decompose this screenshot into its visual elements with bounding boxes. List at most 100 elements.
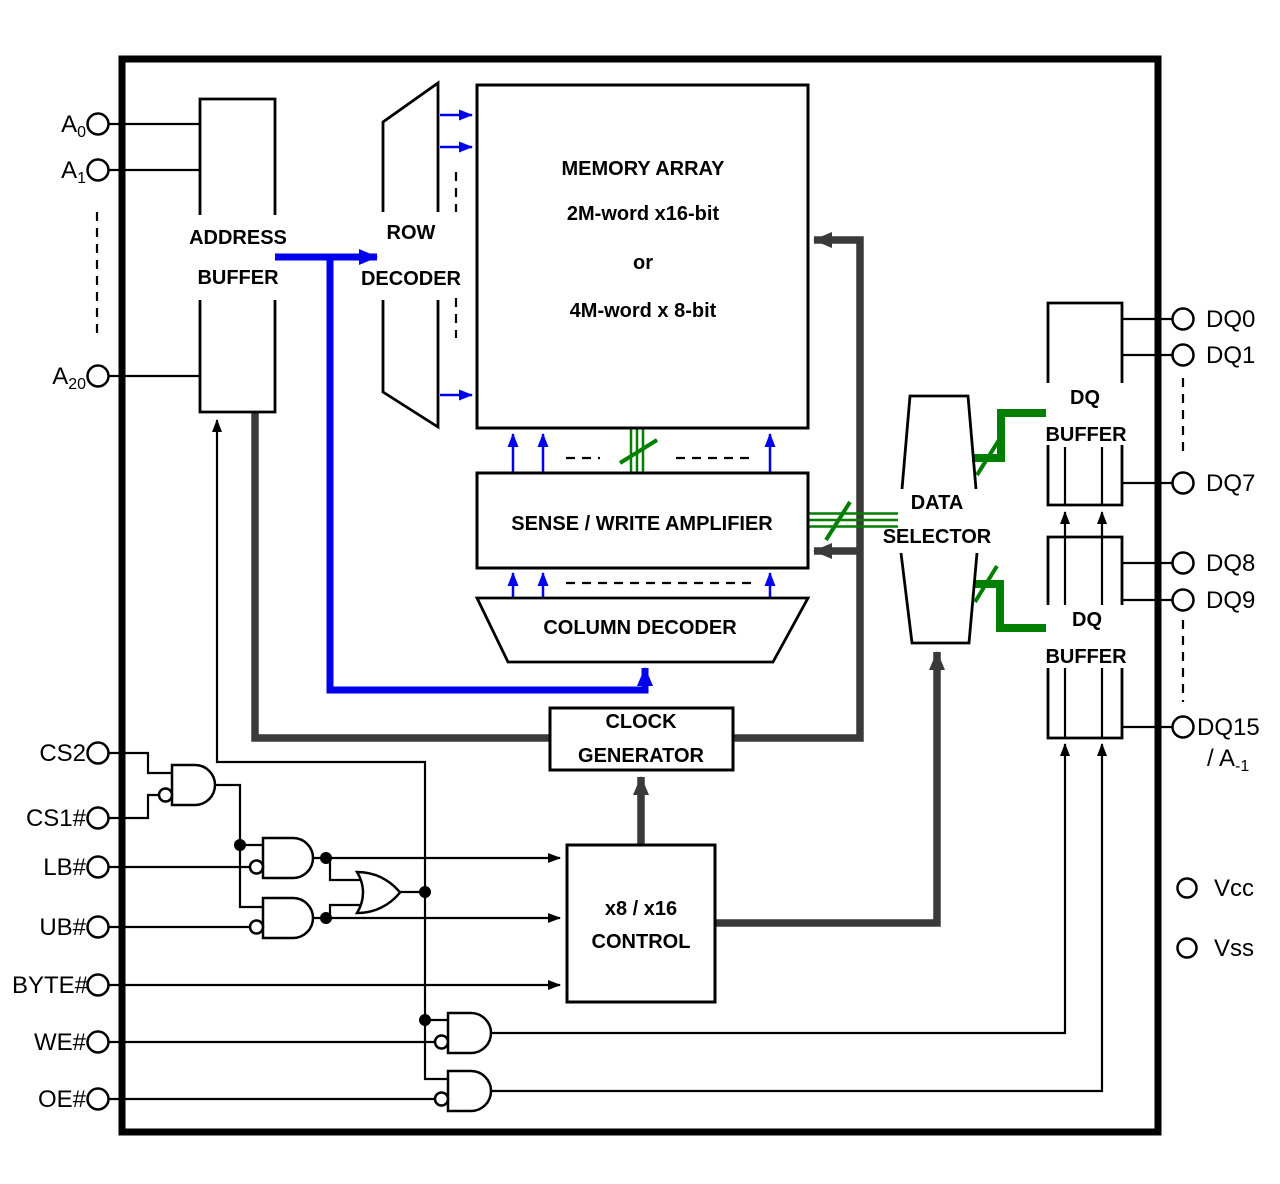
row-decoder-label-2: DECODER xyxy=(361,268,462,290)
pin-label-vcc: Vcc xyxy=(1214,875,1254,902)
data-selector-shape xyxy=(899,394,979,645)
lb-and-gate xyxy=(261,836,315,880)
clock-generator-label-1: CLOCK xyxy=(605,711,677,733)
oe-and-gate xyxy=(446,1069,493,1113)
blue-bus-group xyxy=(275,109,776,694)
dark-bus-group xyxy=(251,232,945,927)
junction-dot xyxy=(419,1014,431,1026)
memory-array-label-4: 4M-word x 8-bit xyxy=(570,300,717,322)
pin-label-cs2: CS2 xyxy=(39,740,86,767)
cs-and-gate xyxy=(170,763,217,807)
pin-circle-dq0 xyxy=(1171,307,1195,331)
pin-circle-we xyxy=(86,1030,110,1054)
ub-inverter-bubble xyxy=(248,919,265,935)
pin-circle-cs1 xyxy=(86,806,110,830)
dq-buffer-upper-label-1: DQ xyxy=(1070,387,1100,409)
bus-width-slash-3 xyxy=(975,438,1001,477)
pin-label-dq15-alt: / A-1 xyxy=(1207,745,1249,775)
pin-circle-dq15 xyxy=(1171,715,1195,739)
pin-label-dq7: DQ7 xyxy=(1206,470,1255,497)
pin-circle-dq1 xyxy=(1171,343,1195,367)
or-gate xyxy=(354,870,402,915)
pin-circle-a0 xyxy=(86,112,110,136)
address-buffer-label-1: ADDRESS xyxy=(189,227,287,249)
pin-label-dq0: DQ0 xyxy=(1206,306,1255,333)
memory-array-label-2: 2M-word x16-bit xyxy=(567,203,720,225)
pin-label-a20: A20 xyxy=(52,363,86,393)
bus-width-slash-1 xyxy=(618,438,659,465)
right-pin-labels-group: DQ0 DQ1 DQ7 DQ8 DQ9 DQ15 / A-1 Vcc Vss xyxy=(1197,306,1260,962)
pin-circle-cs2 xyxy=(86,741,110,765)
x8x16-control-box xyxy=(565,843,717,1004)
memory-array-box xyxy=(475,83,810,430)
selector-to-lower-buffer-bus xyxy=(974,580,1046,632)
dq-buffer-upper-box xyxy=(1046,301,1124,507)
junction-dot xyxy=(419,886,431,898)
pin-circle-a20 xyxy=(86,364,110,388)
cs1-inverter-bubble xyxy=(157,787,174,803)
dq-pin-wires xyxy=(1122,317,1172,729)
pin-label-byte: BYTE# xyxy=(12,972,89,999)
wire-oegate-to-dq-buffer xyxy=(491,743,1107,1093)
memory-array-label-1: MEMORY ARRAY xyxy=(562,158,726,180)
pin-label-a0: A0 xyxy=(61,111,86,141)
pin-label-cs1: CS1# xyxy=(26,805,87,832)
pin-circle-dq9 xyxy=(1171,588,1195,612)
pin-label-dq1: DQ1 xyxy=(1206,342,1255,369)
pin-label-dq8: DQ8 xyxy=(1206,550,1255,577)
clock-generator-box xyxy=(548,706,735,772)
clock-generator-label-2: GENERATOR xyxy=(578,745,704,767)
wire-lbgate-to-or xyxy=(328,858,362,882)
control-to-data-selector-bus xyxy=(715,651,945,927)
pin-circle-ub xyxy=(86,915,110,939)
column-decoder-label: COLUMN DECODER xyxy=(543,617,737,639)
column-decoder-shape xyxy=(474,596,811,664)
pin-label-dq9: DQ9 xyxy=(1206,587,1255,614)
dq-buffer-upper-label-2: BUFFER xyxy=(1045,424,1127,446)
memory-array-label-3: or xyxy=(633,252,653,274)
pin-circle-vcc xyxy=(1176,877,1198,899)
ub-and-gate xyxy=(261,896,315,940)
block-labels-group: ADDRESS BUFFER ROW DECODER MEMORY ARRAY … xyxy=(189,158,1127,953)
control-label-1: x8 / x16 xyxy=(605,898,677,920)
dq-buffer-internal-stubs xyxy=(1063,447,1104,738)
address-to-column-decoder-bus xyxy=(326,257,653,694)
pin-circle-dq8 xyxy=(1171,551,1195,575)
data-selector-label-1: DATA xyxy=(911,492,964,514)
data-selector-label-2: SELECTOR xyxy=(883,526,992,548)
pin-circle-byte xyxy=(86,973,110,997)
junction-dot xyxy=(234,839,246,851)
pin-circle-a1 xyxy=(86,158,110,182)
pin-circle-vss xyxy=(1176,937,1198,959)
dq-buffer-lower-box xyxy=(1046,535,1124,740)
left-pin-labels-group: A0 A1 A20 CS2 CS1# LB# UB# BYTE# WE# OE# xyxy=(12,111,89,1113)
pin-label-a1: A1 xyxy=(61,157,86,187)
pin-label-dq15: DQ15 xyxy=(1197,714,1260,741)
selector-to-upper-buffer-bus xyxy=(972,409,1046,462)
wire-wegate-to-dq-buffer xyxy=(491,743,1070,1035)
pin-label-lb: LB# xyxy=(43,854,86,881)
bus-width-slash-2 xyxy=(824,500,852,542)
we-and-gate xyxy=(446,1011,493,1055)
dq-buffer-lower-label-2: BUFFER xyxy=(1045,646,1127,668)
clock-to-memory-array-bus xyxy=(733,232,864,742)
sense-amp-label: SENSE / WRITE AMPLIFIER xyxy=(511,513,773,535)
pin-label-ub: UB# xyxy=(39,914,86,941)
junction-dot xyxy=(320,912,332,924)
pin-circle-dq7 xyxy=(1171,471,1195,495)
gates-group xyxy=(157,763,493,1113)
oe-inverter-bubble xyxy=(433,1091,450,1107)
sense-write-amplifier-box xyxy=(475,471,810,570)
wire-enable-to-address-buffer xyxy=(212,419,427,892)
row-decoder-label-1: ROW xyxy=(387,222,436,244)
blocks-group xyxy=(198,80,1124,1004)
row-decoder-shape xyxy=(381,80,440,430)
junction-dots-group xyxy=(234,839,431,1026)
pins-group xyxy=(86,112,1198,1111)
logic-wires-group xyxy=(108,122,1172,1101)
address-buffer-to-clock-bus xyxy=(251,412,549,742)
lb-inverter-bubble xyxy=(248,859,265,875)
chip-border xyxy=(118,55,1162,1136)
